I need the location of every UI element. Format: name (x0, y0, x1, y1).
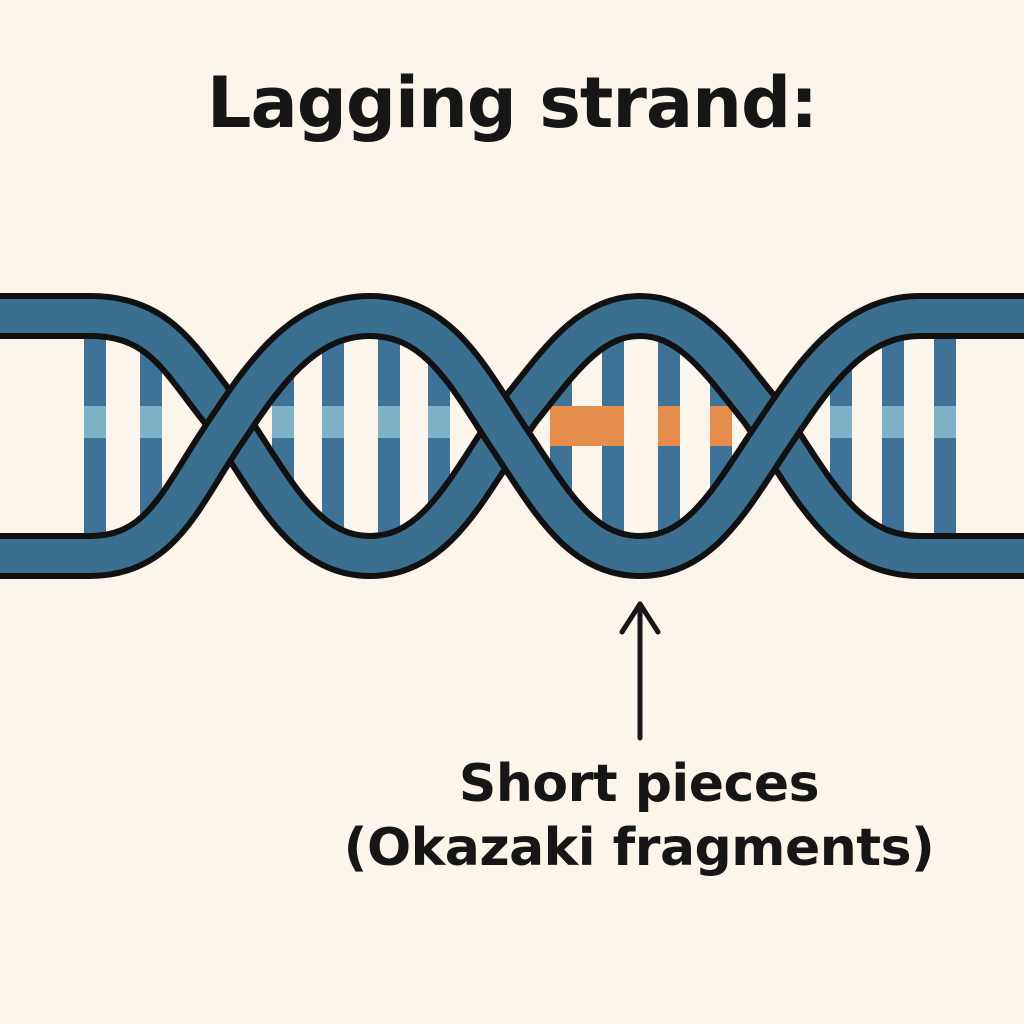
rung-midsection (882, 406, 904, 438)
diagram-title: Lagging strand: (206, 62, 818, 144)
okazaki-caption: Short pieces (Okazaki fragments) (314, 752, 964, 880)
base-pair-rungs (84, 320, 956, 540)
rung-group-second (272, 320, 450, 540)
okazaki-fragment-segment (710, 406, 732, 446)
rung-midsection (934, 406, 956, 438)
rung-midsection (428, 406, 450, 438)
caption-line-1: Short pieces (458, 754, 820, 814)
rung-group-left (84, 320, 162, 540)
caption-line-2: (Okazaki fragments) (343, 818, 935, 878)
pointer-arrow (619, 601, 661, 741)
okazaki-fragment-segment (572, 406, 624, 446)
okazaki-fragment-rungs (550, 320, 732, 540)
okazaki-fragment-segment (550, 406, 572, 446)
okazaki-fragment-segment (658, 406, 680, 446)
rung-midsection (272, 406, 294, 438)
rung-midsection (140, 406, 162, 438)
dna-strand-b (0, 292, 1024, 580)
rung-midsection (378, 406, 400, 438)
arrow-head (619, 601, 661, 635)
rung-midsection (322, 406, 344, 438)
rung-midsection (84, 406, 106, 438)
rung-midsection (830, 406, 852, 438)
rung-group-right (830, 320, 956, 540)
